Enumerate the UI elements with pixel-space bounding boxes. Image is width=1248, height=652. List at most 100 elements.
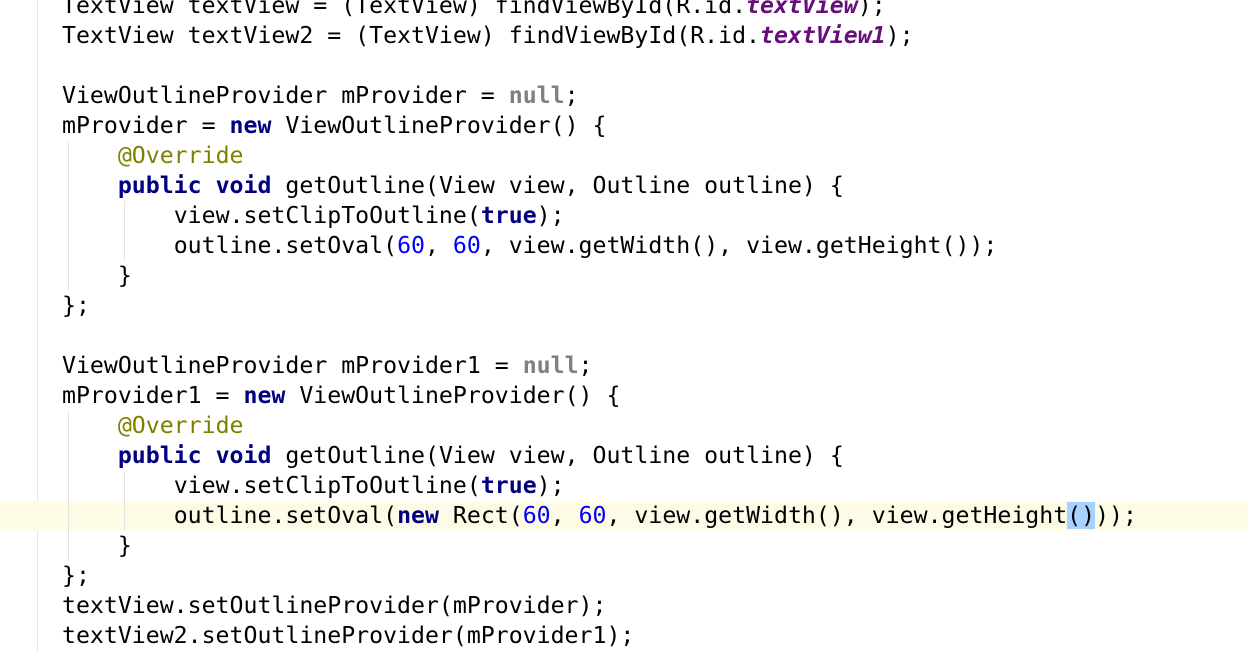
code-text: ); (536, 202, 565, 229)
code-line[interactable]: }; (0, 561, 1248, 591)
indent (62, 232, 174, 259)
code-text: outline.setOval( (173, 232, 398, 259)
code-line[interactable]: ViewOutlineProvider mProvider1 = null; (0, 351, 1248, 381)
code-line-empty[interactable] (0, 321, 1248, 351)
indent-guide (68, 201, 69, 231)
code-line[interactable]: @Override (0, 411, 1248, 441)
indent (62, 472, 174, 499)
code-line-current[interactable]: outline.setOval(new Rect(60, 60, view.ge… (0, 501, 1248, 531)
code-line[interactable]: mProvider1 = new ViewOutlineProvider() { (0, 381, 1248, 411)
indent-guide (68, 261, 69, 291)
code-text (202, 172, 216, 199)
public-keyword: public (117, 172, 202, 199)
code-line[interactable]: outline.setOval(60, 60, view.getWidth(),… (0, 231, 1248, 261)
void-keyword: void (215, 442, 272, 469)
null-keyword: null (522, 352, 579, 379)
indent-guide (68, 501, 69, 531)
code-text: textView2.setOutlineProvider(mProvider1)… (62, 622, 635, 649)
indent-guide (68, 231, 69, 261)
code-line[interactable]: view.setClipToOutline(true); (0, 201, 1248, 231)
code-text: TextView textView = (TextView) findViewB… (62, 0, 747, 19)
code-line[interactable]: TextView textView2 = (TextView) findView… (0, 21, 1248, 51)
code-text: Rect( (438, 502, 523, 529)
code-text: getOutline(View view, Outline outline) { (271, 172, 844, 199)
indent-guide (68, 441, 69, 471)
close-brace: } (117, 262, 132, 289)
new-keyword: new (243, 382, 286, 409)
code-line[interactable]: ViewOutlineProvider mProvider = null; (0, 81, 1248, 111)
indent-guide (68, 141, 69, 171)
indent (62, 412, 118, 439)
code-line[interactable]: }; (0, 291, 1248, 321)
number-literal: 60 (578, 502, 607, 529)
code-line[interactable]: public void getOutline(View view, Outlin… (0, 171, 1248, 201)
code-line[interactable]: mProvider = new ViewOutlineProvider() { (0, 111, 1248, 141)
code-text (202, 442, 216, 469)
indent-guide (68, 171, 69, 201)
code-text: ; (564, 82, 579, 109)
field-reference: textView1 (760, 22, 886, 49)
close-brace: }; (62, 562, 90, 589)
gutter-separator (37, 0, 38, 652)
indent-guide (68, 531, 69, 561)
code-line[interactable]: textView2.setOutlineProvider(mProvider1)… (0, 621, 1248, 651)
indent-guide (68, 411, 69, 441)
code-line[interactable]: } (0, 531, 1248, 561)
code-line[interactable]: public void getOutline(View view, Outlin… (0, 441, 1248, 471)
annotation: @Override (117, 412, 244, 439)
code-text: ViewOutlineProvider mProvider1 = (62, 352, 523, 379)
code-text: , view.getWidth(), view.getHeight()); (480, 232, 998, 259)
code-text: TextView textView2 = (TextView) findView… (62, 22, 761, 49)
code-text: ViewOutlineProvider() { (285, 382, 621, 409)
code-line[interactable]: } (0, 261, 1248, 291)
indent-guide (124, 231, 125, 261)
code-text: ViewOutlineProvider mProvider = (62, 82, 509, 109)
code-text: mProvider = (62, 112, 230, 139)
annotation: @Override (117, 142, 244, 169)
code-text: getOutline(View view, Outline outline) { (271, 442, 844, 469)
true-keyword: true (480, 472, 537, 499)
indent-guide (124, 501, 125, 531)
indent-guide (124, 201, 125, 231)
indent-guide (68, 471, 69, 501)
public-keyword: public (117, 442, 202, 469)
code-text: )); (1095, 502, 1137, 529)
code-text: ); (536, 472, 565, 499)
true-keyword: true (480, 202, 537, 229)
indent (62, 442, 118, 469)
code-text: ViewOutlineProvider() { (271, 112, 607, 139)
void-keyword: void (215, 172, 272, 199)
indent-guide (124, 471, 125, 501)
code-text: , (424, 232, 453, 259)
code-line-empty[interactable] (0, 51, 1248, 81)
code-line[interactable]: textView.setOutlineProvider(mProvider); (0, 591, 1248, 621)
code-text: ); (885, 22, 914, 49)
code-text: ); (857, 0, 886, 19)
code-line[interactable]: TextView textView = (TextView) findViewB… (0, 0, 1248, 21)
code-text: , view.getWidth(), view.getHeight (606, 502, 1068, 529)
null-keyword: null (508, 82, 565, 109)
code-text: , (550, 502, 579, 529)
number-literal: 60 (397, 232, 425, 259)
code-text: textView.setOutlineProvider(mProvider); (62, 592, 607, 619)
number-literal: 60 (522, 502, 551, 529)
indent (62, 532, 118, 559)
code-text: view.setClipToOutline( (173, 472, 481, 499)
indent (62, 202, 174, 229)
number-literal: 60 (452, 232, 481, 259)
indent (62, 172, 118, 199)
code-text: view.setClipToOutline( (173, 202, 481, 229)
code-line[interactable]: @Override (0, 141, 1248, 171)
code-text: mProvider1 = (62, 382, 244, 409)
field-reference: textView (746, 0, 858, 19)
code-line[interactable]: view.setClipToOutline(true); (0, 471, 1248, 501)
indent (62, 142, 118, 169)
new-keyword: new (229, 112, 272, 139)
code-text: outline.setOval( (173, 502, 398, 529)
close-brace: }; (62, 292, 90, 319)
matched-parens-highlight: () (1067, 502, 1096, 529)
indent (62, 262, 118, 289)
new-keyword: new (397, 502, 439, 529)
